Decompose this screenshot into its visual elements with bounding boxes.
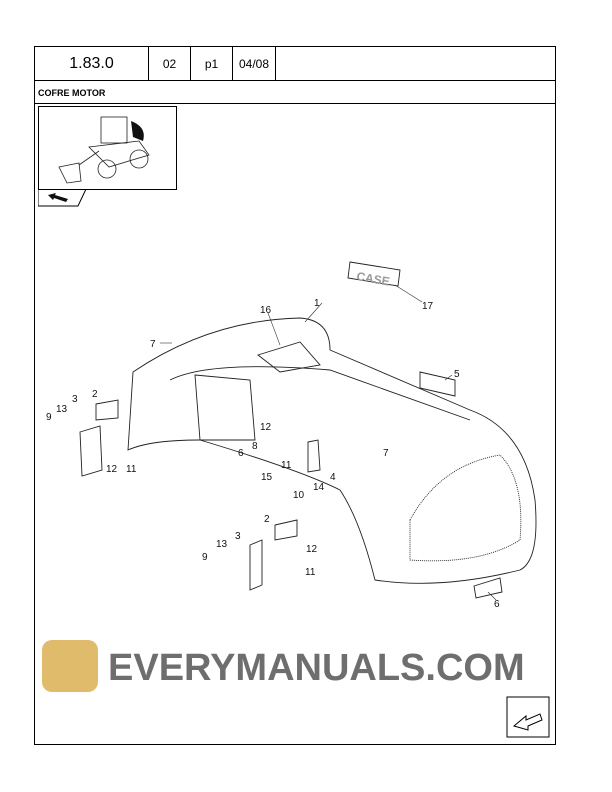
callout: 9: [202, 552, 208, 563]
callout: 6: [494, 599, 500, 610]
callout: 17: [422, 301, 434, 312]
callout: 1: [314, 298, 320, 309]
callout: 12: [306, 544, 318, 555]
callout: 7: [383, 448, 389, 459]
callout: 3: [235, 531, 241, 542]
callout: 10: [293, 490, 305, 501]
svg-text:EVERYMANUALS.COM: EVERYMANUALS.COM: [108, 647, 525, 689]
arrow-icon: [48, 193, 68, 202]
callout: 15: [261, 472, 273, 483]
callout: 11: [126, 464, 137, 475]
previous-view-button[interactable]: [38, 189, 88, 207]
callout: 12: [260, 422, 272, 433]
callout: 6: [238, 448, 244, 459]
wheel-loader-icon: [58, 116, 150, 184]
callout: 16: [260, 305, 272, 316]
callout-labels: 1 16 17 7 2 3 13 9 5 12 8 6 12 11 11 15 …: [46, 298, 500, 610]
callout: 11: [281, 460, 292, 471]
case-emblem: CASE: [355, 269, 390, 289]
watermark-logo: [42, 640, 98, 692]
machine-thumbnail: [38, 106, 177, 190]
callout: 13: [216, 539, 228, 550]
callout: 14: [313, 482, 325, 493]
engine-hood-drawing: [79, 261, 537, 599]
page-frame: [34, 46, 556, 745]
callout: 3: [72, 394, 78, 405]
callout: 5: [454, 369, 460, 380]
callout: 4: [330, 472, 336, 483]
callout: 13: [56, 404, 68, 415]
callout: 9: [46, 412, 52, 423]
callout: 2: [92, 389, 98, 400]
callout: 11: [305, 567, 316, 578]
watermark: EVERYMANUALS.COM: [42, 640, 525, 692]
next-view-button[interactable]: [506, 696, 550, 738]
callout: 8: [252, 441, 258, 452]
page-title: COFRE MOTOR: [34, 80, 556, 104]
callout: 2: [264, 514, 270, 525]
arrow-icon: [512, 713, 543, 731]
callout: 7: [150, 339, 156, 350]
callout: 12: [106, 464, 118, 475]
